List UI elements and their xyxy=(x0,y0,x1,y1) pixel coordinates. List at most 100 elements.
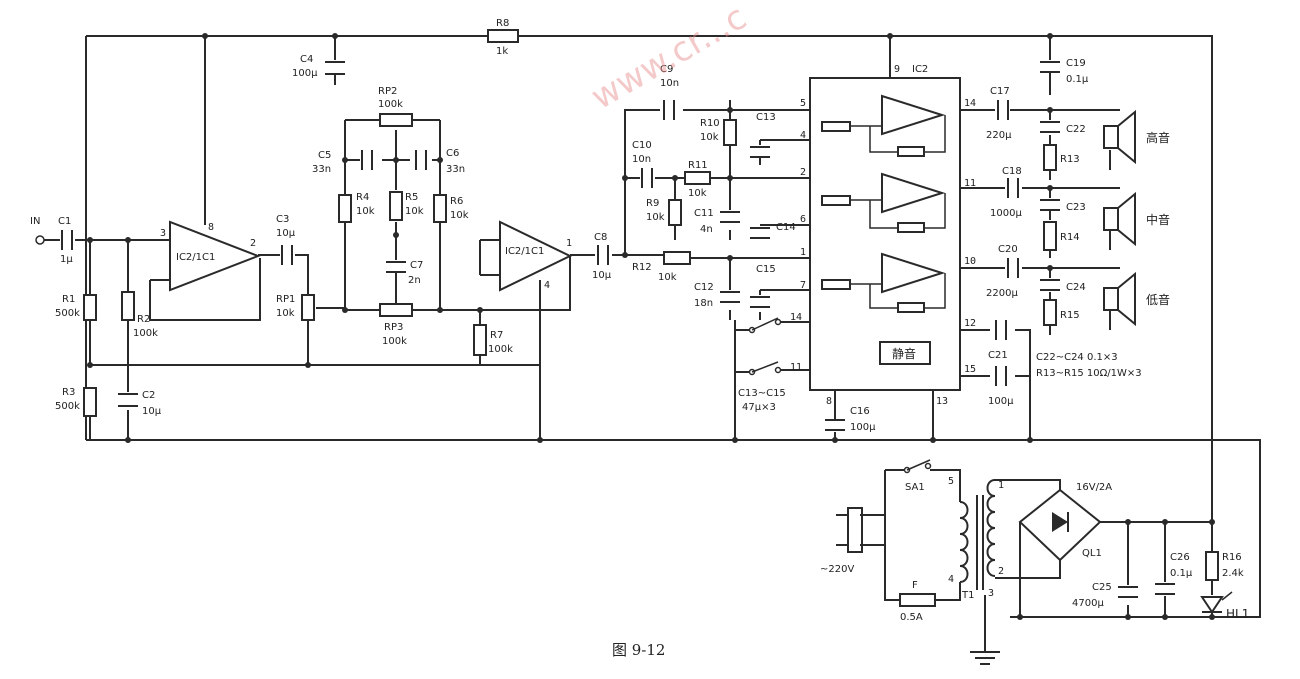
label-spk-mid: 中音 xyxy=(1146,212,1170,227)
label-mute: 静音 xyxy=(892,346,916,361)
opamp-ic2-icon xyxy=(499,220,573,292)
resistor-r11-icon xyxy=(684,171,711,185)
speaker-mid-icon xyxy=(1103,191,1136,247)
resistor-r3-icon xyxy=(83,387,97,417)
pin-ic3-6: 6 xyxy=(800,214,806,225)
capacitor-c10-icon xyxy=(641,168,653,188)
capacitor-c8-icon xyxy=(597,245,609,265)
label-r3v: 500k xyxy=(55,401,80,412)
label-fuse: F xyxy=(912,580,918,591)
label-c19v: 0.1μ xyxy=(1066,74,1089,85)
label-c17v: 220μ xyxy=(986,130,1012,141)
label-c9: C9 xyxy=(660,64,673,75)
label-r1v: 500k xyxy=(55,308,80,319)
label-r10v: 10k xyxy=(700,132,719,143)
pin-ic3-5: 5 xyxy=(800,98,806,109)
label-r7: R7 xyxy=(490,330,503,341)
opamp-ic1-icon xyxy=(169,220,261,292)
capacitor-c6-icon xyxy=(415,150,427,170)
label-c9v: 10n xyxy=(660,78,679,89)
pin-ic3-7: 7 xyxy=(800,280,806,291)
capacitor-c22-icon xyxy=(1040,121,1060,133)
label-r4v: 10k xyxy=(356,206,375,217)
label-c16v: 100μ xyxy=(850,422,876,433)
label-c12v: 18n xyxy=(694,298,713,309)
label-qd1: QL1 xyxy=(1082,548,1102,559)
label-r9v: 10k xyxy=(646,212,665,223)
pin-ic1-2: 2 xyxy=(250,238,256,249)
label-r7v: 100k xyxy=(488,344,513,355)
label-c25: C25 xyxy=(1092,582,1112,593)
switch-sa1-icon xyxy=(903,459,932,474)
mains-plug-icon xyxy=(836,507,863,553)
ground-symbol-icon xyxy=(975,657,995,665)
ic3-amp-mid-icon xyxy=(821,172,946,233)
potentiometer-rp2-icon xyxy=(379,113,413,127)
label-r16: R16 xyxy=(1222,552,1242,563)
capacitor-c13-icon xyxy=(750,146,770,158)
label-c26: C26 xyxy=(1170,552,1190,563)
label-c3: C3 xyxy=(276,214,289,225)
capacitor-c19-icon xyxy=(1040,61,1060,73)
label-hl1: HL1 xyxy=(1226,607,1249,621)
label-r3: R3 xyxy=(62,387,75,398)
label-in: IN xyxy=(30,216,40,227)
label-c15: C15 xyxy=(756,264,776,275)
label-r4: R4 xyxy=(356,192,369,203)
pin-ic2-4: 4 xyxy=(544,280,550,291)
pin-ic3-15: 15 xyxy=(964,364,976,375)
resistor-r1-icon xyxy=(83,294,97,321)
label-rp3v: 100k xyxy=(382,336,407,347)
label-r12: R12 xyxy=(632,262,652,273)
ic3-amp-high-icon xyxy=(821,94,946,157)
capacitor-c21b-icon xyxy=(995,366,1007,386)
pin-ic1-8: 8 xyxy=(208,222,214,233)
resistor-r10-icon xyxy=(723,119,737,146)
capacitor-c21-icon xyxy=(995,320,1007,340)
label-c4: C4 xyxy=(300,54,313,65)
label-c24: C24 xyxy=(1066,282,1086,293)
capacitor-c9-icon xyxy=(663,100,675,120)
label-c17: C17 xyxy=(990,86,1010,97)
resistor-r14-icon xyxy=(1043,221,1057,251)
label-c5: C5 xyxy=(318,150,331,161)
capacitor-c25-icon xyxy=(1118,586,1138,598)
label-rp1v: 10k xyxy=(276,308,295,319)
capacitor-c20-icon xyxy=(1007,258,1019,278)
label-c7: C7 xyxy=(410,260,423,271)
pin-ic3-11: 11 xyxy=(964,178,976,189)
resistor-r5-icon xyxy=(389,191,403,221)
label-r5: R5 xyxy=(405,192,418,203)
resistor-r7-icon xyxy=(473,324,487,356)
label-c3v: 10μ xyxy=(276,228,296,239)
label-r10: R10 xyxy=(700,118,720,129)
label-c2: C2 xyxy=(142,390,155,401)
pin-ic3-8: 8 xyxy=(826,396,832,407)
label-c1315v: 47μ×3 xyxy=(742,402,776,413)
label-c26v: 0.1μ xyxy=(1170,568,1193,579)
label-ic3: IC2 xyxy=(912,64,928,75)
pin-ic3-1: 1 xyxy=(800,247,806,258)
capacitor-c15-icon xyxy=(750,296,770,308)
label-c11v: 4n xyxy=(700,224,713,235)
capacitor-c17-icon xyxy=(997,100,1009,120)
junction-dots xyxy=(87,33,1215,620)
switch-standby-icon xyxy=(748,361,782,376)
input-terminal-icon xyxy=(35,235,45,245)
label-mains: ~220V xyxy=(820,564,854,575)
resistor-r13-icon xyxy=(1043,144,1057,171)
pin-ic3-2: 2 xyxy=(800,167,806,178)
switch-mute-icon xyxy=(748,317,782,334)
label-c14: C14 xyxy=(776,222,796,233)
resistor-r6-icon xyxy=(433,194,447,223)
transformer-t1-icon xyxy=(959,479,996,590)
label-r15: R15 xyxy=(1060,310,1080,321)
label-tr1: 1 xyxy=(998,480,1004,491)
label-c12: C12 xyxy=(694,282,714,293)
label-r8v: 1k xyxy=(496,46,508,57)
pin-ic1-3: 3 xyxy=(160,228,166,239)
watermark: www.cr...c xyxy=(585,0,754,118)
label-c4v: 100μ xyxy=(292,68,318,79)
label-rp2v: 100k xyxy=(378,99,403,110)
